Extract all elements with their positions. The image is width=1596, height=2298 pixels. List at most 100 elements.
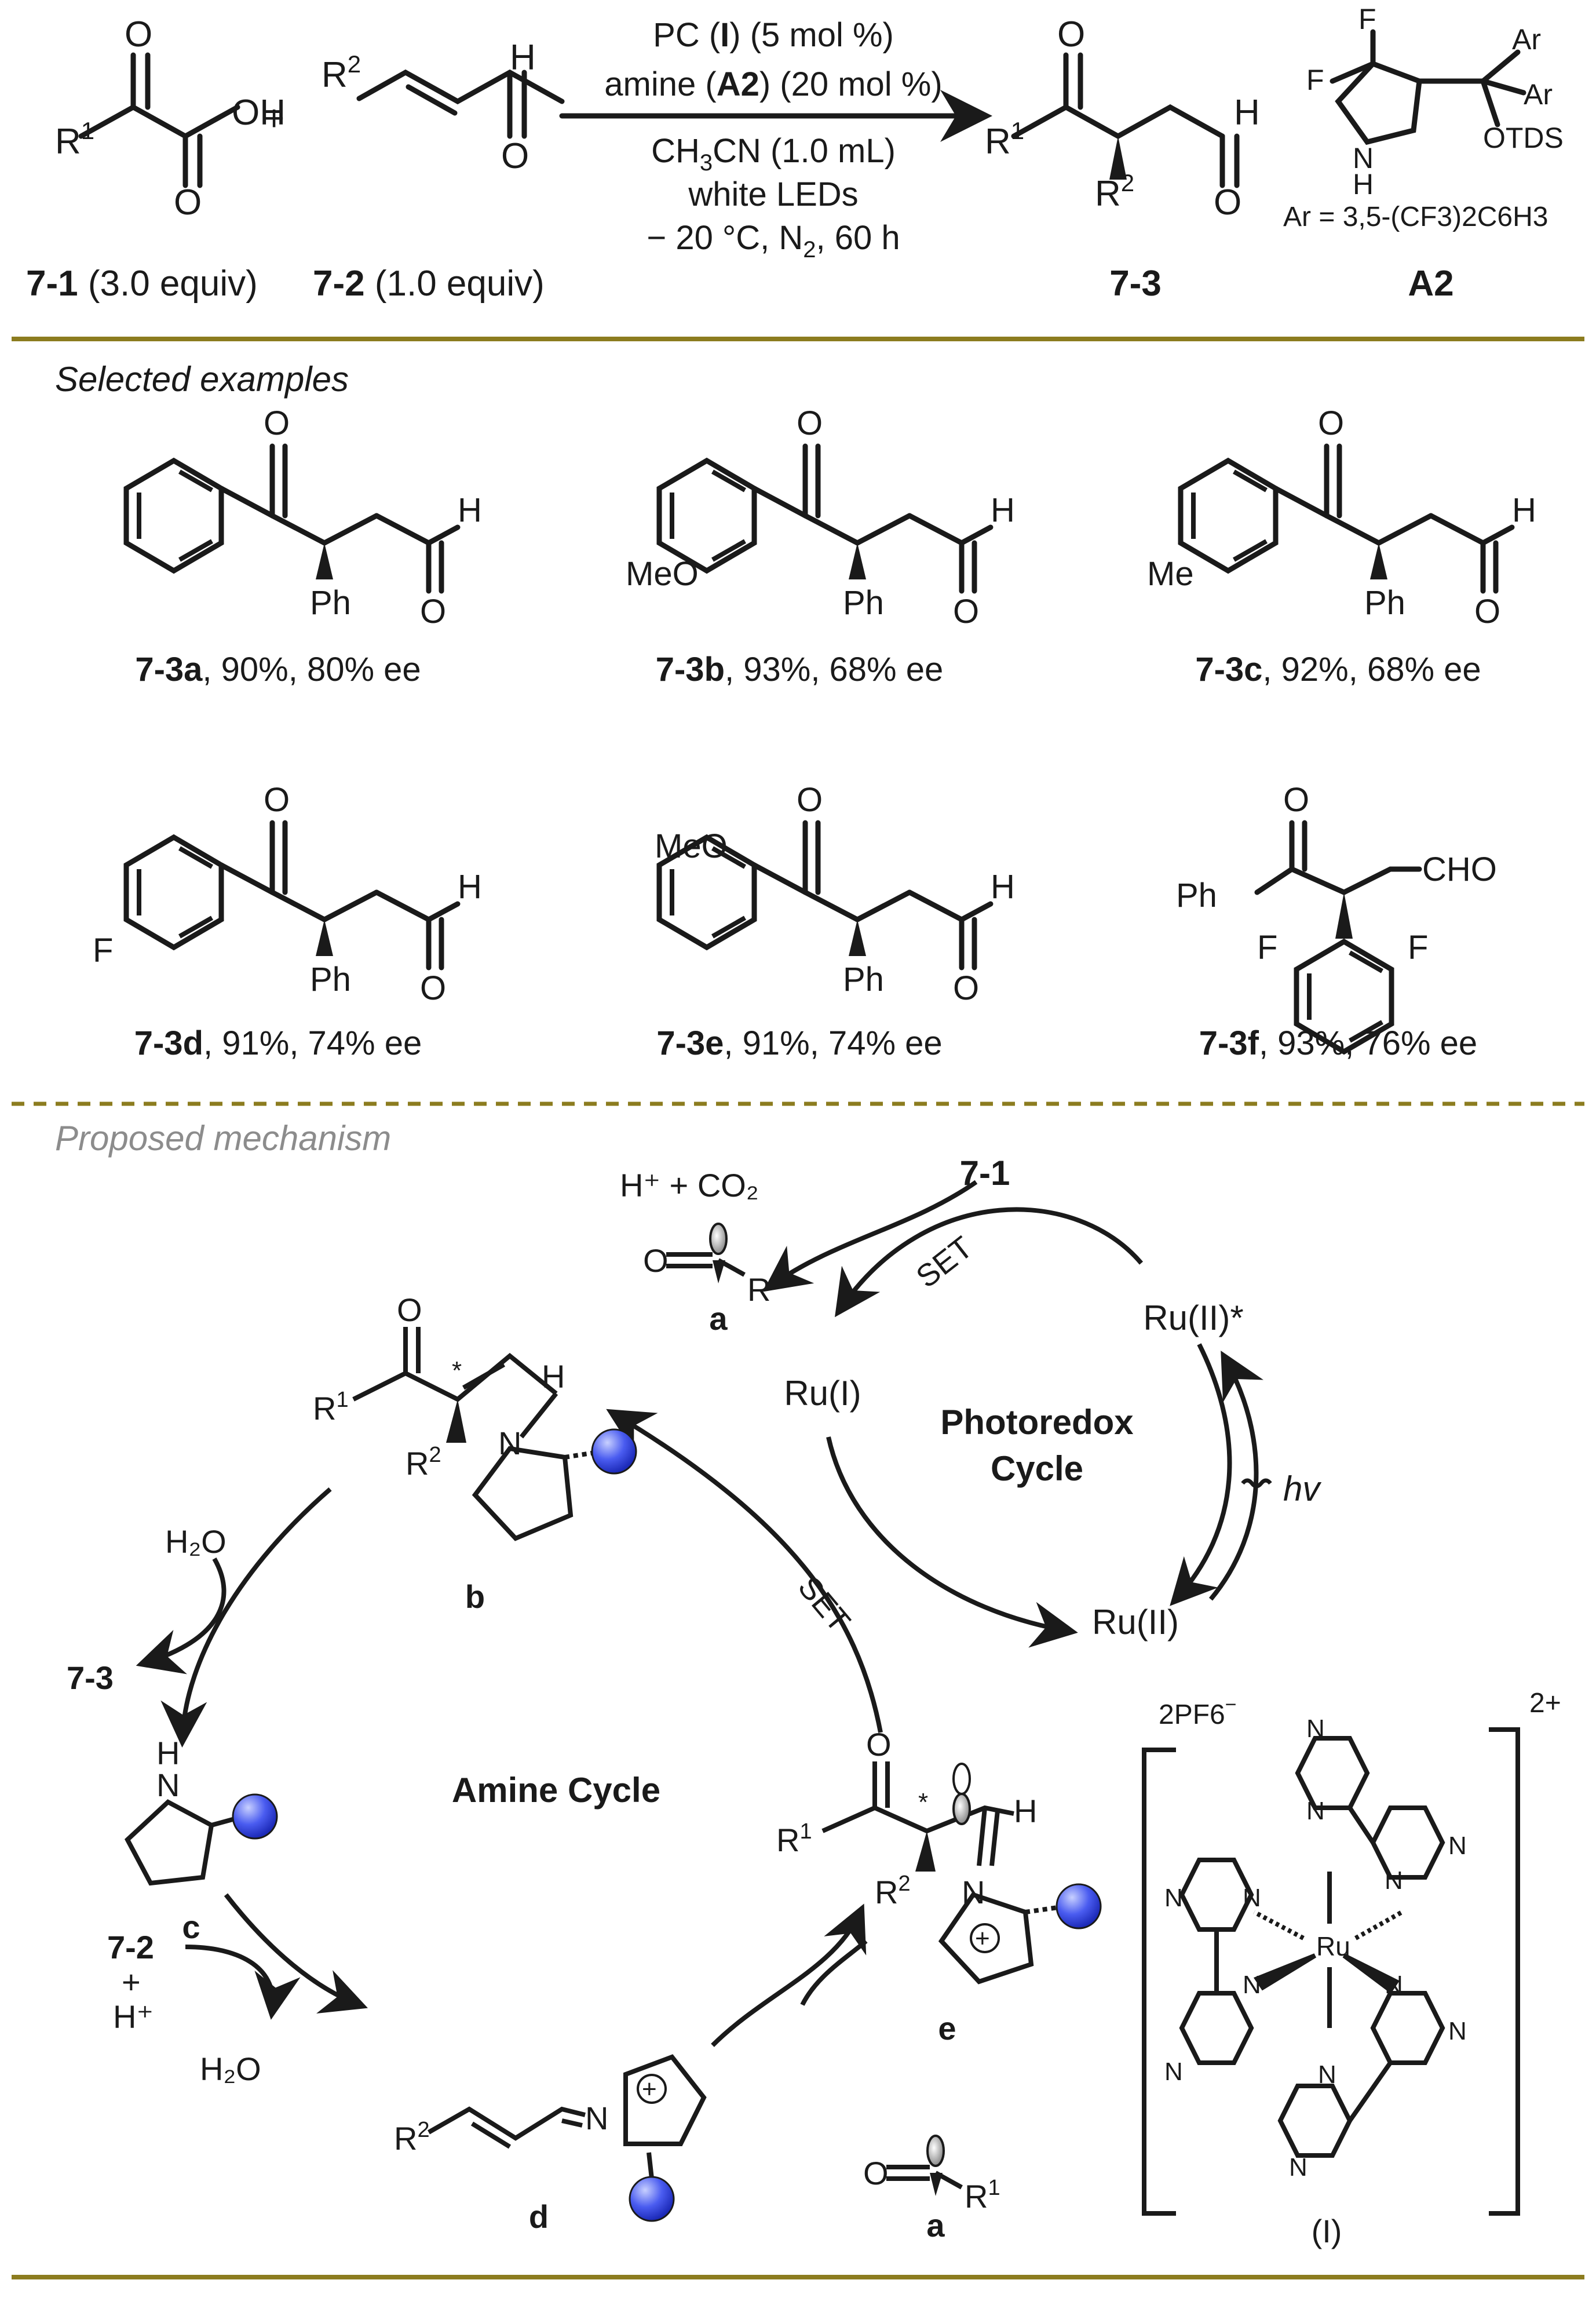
svg-text:N: N <box>1448 2017 1467 2045</box>
svg-text:Ph: Ph <box>1176 877 1217 914</box>
ru-complex-text: Ru 2PF6− 2+ N N N N N N N N N N N N (I) <box>1159 1688 1561 2249</box>
svg-text:O: O <box>866 1726 892 1763</box>
svg-text:CH3CN (1.0 mL): CH3CN (1.0 mL) <box>651 132 896 176</box>
svg-text:+: + <box>975 1924 990 1953</box>
photoredox-text: Photoredox Cycle Ru(I) Ru(II)* Ru(II) hv… <box>620 1154 1321 1642</box>
svg-text:N: N <box>1243 1884 1261 1912</box>
svg-text:7-2: 7-2 <box>107 1929 154 1965</box>
svg-text:N: N <box>1164 1884 1183 1912</box>
svg-text:N: N <box>1164 2058 1183 2086</box>
svg-text:R1: R1 <box>55 117 94 162</box>
svg-text:F: F <box>1257 929 1277 966</box>
svg-text:H: H <box>991 868 1015 906</box>
svg-text:R1: R1 <box>776 1819 812 1858</box>
svg-text:O: O <box>397 1292 422 1328</box>
svg-text:d: d <box>529 2198 549 2235</box>
svg-text:e: e <box>938 2010 956 2047</box>
svg-text:Ph: Ph <box>310 961 351 998</box>
hv-label: hv <box>1283 1469 1321 1508</box>
svg-text:N: N <box>1385 1971 1403 1999</box>
ru2star-label: Ru(II)* <box>1143 1298 1243 1337</box>
svg-text:N: N <box>1448 1832 1467 1860</box>
svg-text:2+: 2+ <box>1529 1688 1561 1719</box>
header-text: R1 O O OH + R2 O H 7-1 (3.0 equiv) 7-2 (… <box>26 3 1564 304</box>
example-caption: 7-3f, 93%, 76% ee <box>1199 1024 1477 1062</box>
svg-text:CHO: CHO <box>1422 851 1497 888</box>
example-caption: 7-3c, 92%, 68% ee <box>1195 651 1481 688</box>
svg-text:O: O <box>264 781 290 819</box>
svg-text:O: O <box>643 1242 669 1279</box>
svg-text:PC (I) (5 mol %): PC (I) (5 mol %) <box>653 16 894 54</box>
svg-text:F: F <box>93 932 113 969</box>
svg-text:*: * <box>452 1356 462 1385</box>
svg-text:A2: A2 <box>1408 264 1453 304</box>
svg-text:N: N <box>1318 2060 1336 2089</box>
radical-iminium-e <box>821 1761 1102 1985</box>
svg-text:O: O <box>1057 14 1085 54</box>
svg-text:c: c <box>182 1909 200 1945</box>
svg-text:+: + <box>264 99 284 138</box>
svg-text:7-3: 7-3 <box>67 1659 114 1696</box>
svg-text:R2: R2 <box>406 1443 441 1482</box>
svg-text:O: O <box>953 593 979 630</box>
svg-text:R2: R2 <box>875 1872 911 1910</box>
svg-text:+: + <box>122 1964 141 2000</box>
svg-text:2PF6−: 2PF6− <box>1159 1694 1237 1730</box>
header-reaction <box>78 29 1526 188</box>
svg-text:O: O <box>797 781 823 819</box>
svg-text:R1: R1 <box>747 1269 783 1308</box>
svg-text:Ph: Ph <box>1364 584 1405 622</box>
svg-text:R2: R2 <box>322 50 361 95</box>
example-caption: 7-3a, 90%, 80% ee <box>135 651 421 688</box>
svg-text:N: N <box>1353 142 1374 174</box>
svg-text:H: H <box>1512 491 1536 529</box>
svg-text:N: N <box>1385 1866 1403 1895</box>
svg-text:H₂O: H₂O <box>165 1523 227 1560</box>
svg-text:SET: SET <box>910 1230 979 1295</box>
hv-wave <box>1241 1478 1272 1489</box>
svg-text:N: N <box>498 1425 521 1461</box>
svg-text:N: N <box>156 1767 180 1803</box>
svg-text:H: H <box>458 868 482 906</box>
svg-text:7-2 (1.0 equiv): 7-2 (1.0 equiv) <box>313 264 545 304</box>
svg-text:white LEDs: white LEDs <box>688 176 858 213</box>
svg-text:R2: R2 <box>394 2118 430 2157</box>
svg-text:O: O <box>264 404 290 442</box>
svg-text:N: N <box>1243 1971 1261 1999</box>
svg-text:H: H <box>1234 93 1260 133</box>
ru2-label: Ru(II) <box>1092 1603 1179 1642</box>
ru1-label: Ru(I) <box>784 1374 861 1413</box>
svg-text:Photoredox: Photoredox <box>940 1403 1133 1442</box>
radical-lobe-e <box>952 1763 971 1825</box>
svg-text:O: O <box>797 404 823 442</box>
svg-text:MeO: MeO <box>626 555 699 593</box>
examples-heading: Selected examples <box>55 360 349 399</box>
svg-text:F: F <box>1306 64 1324 96</box>
svg-text:− 20 °C, N2, 60 h: − 20 °C, N2, 60 h <box>647 219 900 262</box>
ru-complex <box>1142 1727 1520 2216</box>
pyrrolidine-c-text: N H c <box>156 1735 200 1945</box>
acyl-radical-a-top: O R1 a <box>643 1223 783 1337</box>
svg-text:H⁺: H⁺ <box>113 1998 154 2035</box>
svg-text:Amine Cycle: Amine Cycle <box>452 1771 660 1810</box>
svg-text:7-1: 7-1 <box>960 1154 1010 1192</box>
svg-text:N: N <box>1306 1715 1325 1743</box>
amine-cycle-arrows <box>136 1487 868 2047</box>
svg-text:7-1 (3.0 equiv): 7-1 (3.0 equiv) <box>26 264 258 304</box>
svg-text:H: H <box>542 1358 565 1395</box>
svg-text:O: O <box>1283 781 1309 819</box>
amine-cycle-text: Amine Cycle H₂O 7-3 7-2 + H⁺ H₂O <box>67 1523 660 2087</box>
svg-text:amine (A2) (20 mol %): amine (A2) (20 mol %) <box>604 65 942 103</box>
pyrrolidine-c <box>125 1793 278 1886</box>
svg-text:MeO: MeO <box>655 827 728 865</box>
svg-text:F: F <box>1358 3 1376 35</box>
acyl-radical-a-bottom: O R1 a <box>863 2135 1000 2244</box>
svg-text:H: H <box>1014 1793 1037 1829</box>
svg-text:H⁺ + CO₂: H⁺ + CO₂ <box>620 1167 759 1203</box>
svg-text:a: a <box>926 2207 945 2244</box>
